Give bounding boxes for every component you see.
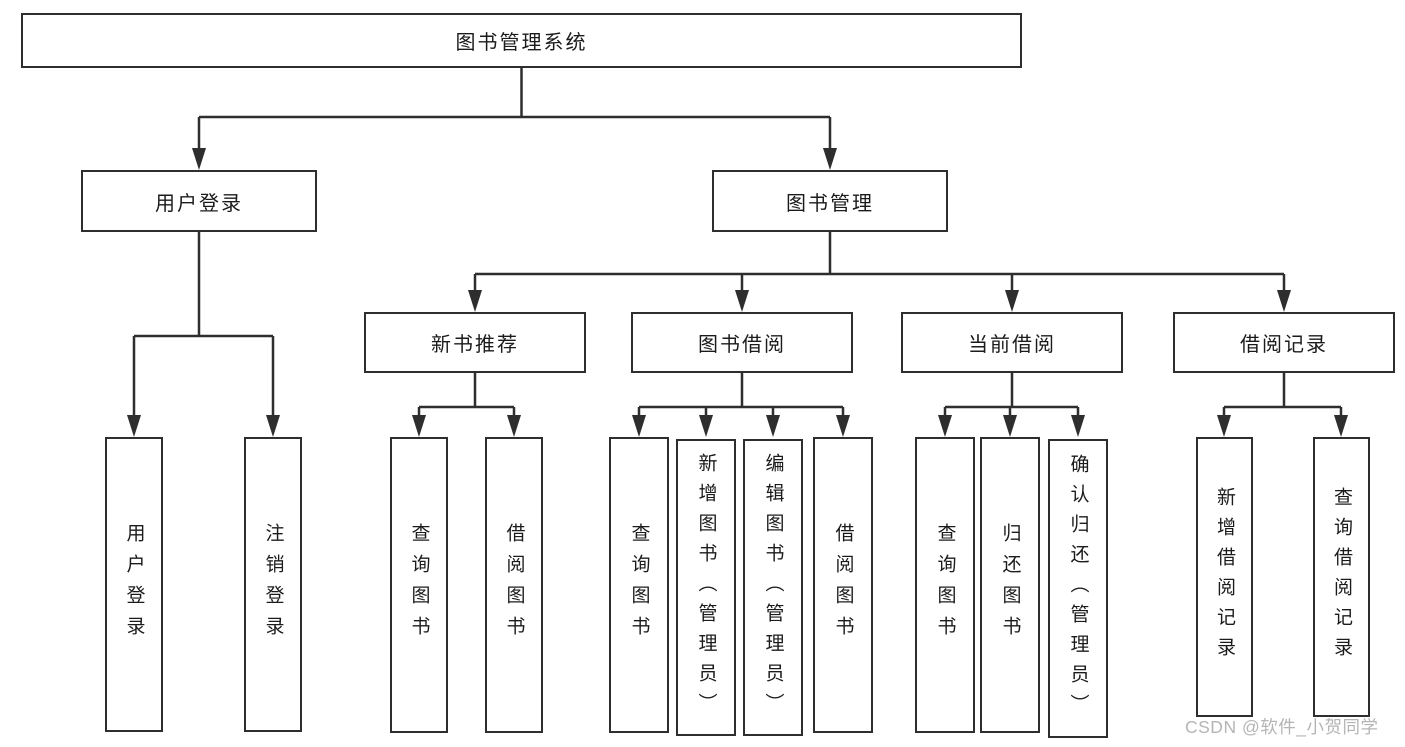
leaf-borrow-books-2: 借阅图书 [813, 437, 873, 733]
leaf-return-books: 归还图书 [980, 437, 1040, 733]
node-book-borrowing: 图书借阅 [631, 312, 853, 373]
node-label: 图书管理 [786, 192, 874, 215]
node-label: 用户登录 [155, 192, 243, 215]
csdn-watermark: CSDN @软件_小贺同学 [1185, 717, 1379, 737]
node-label: 借阅记录 [1240, 334, 1328, 356]
leaf-query-books-1: 查询图书 [390, 437, 448, 733]
node-label: 注销登录 [262, 522, 284, 647]
node-label: 查询图书 [934, 523, 956, 647]
leaf-borrow-books-1: 借阅图书 [485, 437, 543, 733]
node-label: 用户登录 [123, 522, 145, 647]
node-label: 借阅图书 [503, 523, 525, 647]
node-new-book-recommend: 新书推荐 [364, 312, 586, 373]
leaf-query-books-2: 查询图书 [609, 437, 669, 733]
node-label: 查询图书 [628, 523, 650, 647]
node-book-management: 图书管理 [712, 170, 948, 232]
leaf-user-login: 用户登录 [105, 437, 163, 732]
leaf-add-borrow-record: 新增借阅记录 [1196, 437, 1253, 717]
leaf-query-borrow-record: 查询借阅记录 [1313, 437, 1370, 717]
node-label: 借阅图书 [832, 523, 854, 647]
leaf-query-books-3: 查询图书 [915, 437, 975, 733]
node-label: 新增借阅记录 [1214, 487, 1235, 667]
node-label: 查询图书 [408, 523, 430, 647]
node-label: 编辑图书（管理员） [762, 452, 784, 723]
leaf-logout: 注销登录 [244, 437, 302, 732]
node-borrow-records: 借阅记录 [1173, 312, 1395, 373]
leaf-confirm-return-admin: 确认归还（管理员） [1048, 439, 1108, 738]
node-label: 当前借阅 [968, 334, 1056, 356]
node-user-login: 用户登录 [81, 170, 317, 232]
node-label: 新增图书（管理员） [695, 452, 717, 723]
node-label: 图书借阅 [698, 334, 786, 356]
node-label: 新书推荐 [431, 334, 519, 356]
leaf-edit-books-admin: 编辑图书（管理员） [743, 439, 803, 736]
node-label: 归还图书 [999, 523, 1021, 647]
node-label: 图书管理系统 [455, 32, 588, 54]
node-label: 查询借阅记录 [1331, 487, 1352, 667]
leaf-add-books-admin: 新增图书（管理员） [676, 439, 736, 736]
node-system-root: 图书管理系统 [21, 13, 1022, 68]
node-current-borrowing: 当前借阅 [901, 312, 1123, 373]
node-label: 确认归还（管理员） [1067, 453, 1089, 724]
